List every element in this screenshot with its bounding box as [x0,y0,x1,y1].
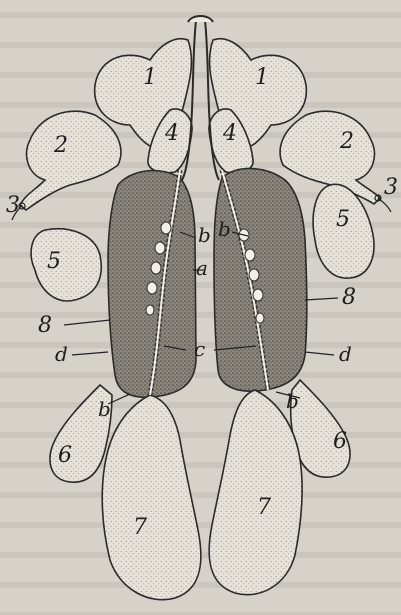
label-b-bottom-right: b [286,389,299,413]
label-a: a [196,256,208,280]
label-c: c [194,337,205,361]
label-4-left: 4 [164,121,179,146]
label-d-right: d [339,342,352,366]
label-7-left: 7 [133,515,147,540]
label-1-right: 1 [255,65,269,90]
label-5-right: 5 [336,207,350,232]
label-3-left: 3 [6,193,20,218]
label-5-left: 5 [47,249,61,274]
label-2-right: 2 [339,129,354,154]
organ-8-right [214,168,307,391]
label-b-top-right: b [218,217,231,241]
label-d-left: d [55,342,68,366]
label-6-right: 6 [333,429,347,454]
label-1-left: 1 [143,65,157,90]
label-6-left: 6 [58,443,72,468]
label-8-left: 8 [38,313,52,338]
label-7-right: 7 [257,495,271,520]
central-duct-top [188,16,213,22]
label-b-bottom-left: b [98,397,111,421]
label-2-left: 2 [53,133,68,158]
label-3-right: 3 [384,175,398,200]
label-8-right: 8 [342,285,356,310]
label-b-top-left: b [198,223,211,247]
label-4-right: 4 [222,121,237,146]
